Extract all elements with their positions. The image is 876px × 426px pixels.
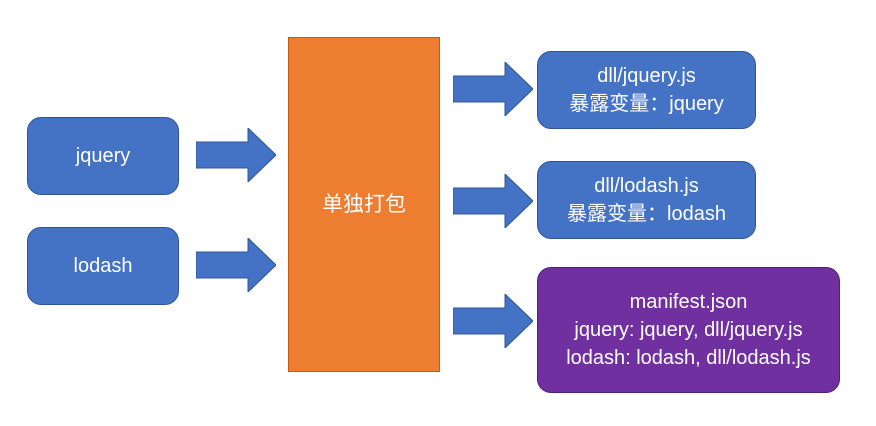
input-label-lodash: lodash: [73, 255, 133, 277]
arrow-jquery-to-process: [196, 128, 276, 182]
manifest-box: manifest.json jquery: jquery, dll/jquery…: [537, 267, 840, 393]
manifest-title: manifest.json: [629, 291, 748, 313]
output-box-lodash: dll/lodash.js 暴露变量：lodash: [537, 161, 756, 239]
arrow-process-to-manifest: [453, 294, 533, 348]
process-label: 单独打包: [322, 192, 406, 216]
process-box: 单独打包: [288, 37, 440, 372]
output-variable-jquery: 暴露变量：jquery: [569, 93, 724, 115]
input-label-jquery: jquery: [75, 145, 131, 167]
arrow-process-to-jquery-output: [453, 62, 533, 116]
output-file-lodash: dll/lodash.js: [594, 175, 699, 197]
output-file-jquery: dll/jquery.js: [597, 65, 696, 87]
output-variable-lodash: 暴露变量：lodash: [567, 203, 726, 225]
input-box-jquery: jquery: [27, 117, 179, 195]
manifest-entry-lodash: lodash: lodash, dll/lodash.js: [566, 347, 811, 369]
output-box-jquery: dll/jquery.js 暴露变量：jquery: [537, 51, 756, 129]
arrow-process-to-lodash-output: [453, 174, 533, 228]
arrow-lodash-to-process: [196, 238, 276, 292]
manifest-entry-jquery: jquery: jquery, dll/jquery.js: [574, 319, 803, 341]
input-box-lodash: lodash: [27, 227, 179, 305]
